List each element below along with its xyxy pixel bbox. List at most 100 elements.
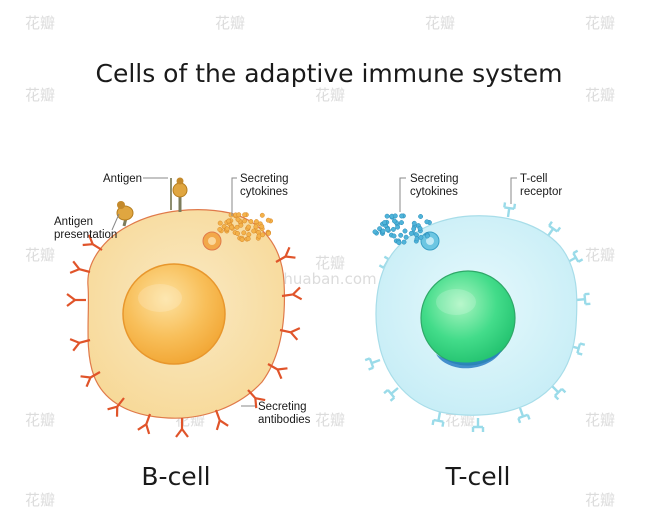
t-cytokine-dot <box>398 232 404 238</box>
t-cytokine-dot <box>418 235 424 240</box>
b-cell-antibody-2 <box>69 338 91 352</box>
b-cytokine-dot <box>246 232 252 238</box>
b-cytokine-dot <box>242 218 248 224</box>
label-b-secreting-cytokines-1: Secreting <box>240 173 289 185</box>
b-cell-antibody-9 <box>267 363 288 380</box>
b-cytokine-dot <box>259 223 265 229</box>
t-cytokine-dot <box>382 220 387 226</box>
b-cell-antibody-7 <box>214 409 229 431</box>
b-cytokine-dot <box>251 228 257 234</box>
watermark-brand-8: 花瓣 <box>585 246 615 264</box>
b-cytokine-dot <box>229 224 235 230</box>
watermark-brand-2: 花瓣 <box>425 14 455 32</box>
b-cell-antibody-11 <box>281 286 303 301</box>
t-cell: Secreting cytokines T-cell receptor T-ce… <box>364 173 591 491</box>
b-cell-vesicle-core <box>208 237 216 245</box>
watermark-brand-6: 花瓣 <box>585 86 615 104</box>
t-cytokine-dot <box>424 233 430 239</box>
watermark-brand-11: 花瓣 <box>315 411 345 429</box>
label-antigen-presentation-2: presentation <box>54 229 117 241</box>
label-antigen: Antigen <box>103 173 142 185</box>
leader-antigen-presentation <box>111 213 120 231</box>
t-cytokine-dot <box>418 214 424 219</box>
b-cytokine-dot <box>235 217 241 222</box>
t-cytokine-dot <box>411 220 417 226</box>
b-cell-antibody-1 <box>66 293 86 307</box>
t-cytokine-dot <box>395 224 401 230</box>
b-cytokine-dot <box>217 227 223 232</box>
b-cytokine-dot <box>236 212 242 218</box>
b-cell-antibody-13 <box>82 234 103 251</box>
t-cell-receptor-6 <box>551 385 567 401</box>
watermark-brand-15: 花瓣 <box>585 491 615 509</box>
b-cell-nucleus <box>122 263 226 365</box>
b-cytokine-dot <box>246 224 251 230</box>
b-cell-antibody-6 <box>175 418 189 438</box>
b-cytokine-dot <box>239 237 245 243</box>
b-cytokine-dot <box>248 219 254 224</box>
t-cell-receptors <box>364 202 591 432</box>
leader-t-cytokines <box>399 177 406 212</box>
t-cell-receptor-1 <box>364 357 381 371</box>
b-cytokine-dot <box>228 212 234 218</box>
watermark-site: huaban.com <box>283 270 376 288</box>
leader-t-cell-receptor <box>510 177 517 204</box>
b-cytokine-dot <box>241 230 247 236</box>
b-cell-caption: B-cell <box>141 462 210 491</box>
b-cytokine-dot <box>266 230 272 236</box>
t-cell-receptor-5 <box>517 407 531 424</box>
b-cell-antibody-0 <box>69 260 91 274</box>
antigen-1 <box>172 177 188 212</box>
b-cytokine-dot <box>242 212 248 218</box>
t-cell-nucleus-rim <box>436 350 502 369</box>
b-cytokine-dot <box>253 224 259 230</box>
b-cell-antibody-12 <box>275 246 296 263</box>
watermark-brand-5: 花瓣 <box>315 86 345 104</box>
label-b-secreting-cytokines-2: cytokines <box>240 186 288 198</box>
t-cytokine-dot <box>384 213 390 219</box>
t-cytokine-dot <box>392 213 398 219</box>
b-cytokine-dot <box>259 212 265 218</box>
b-cytokine-dot <box>224 226 230 232</box>
watermark-brand-1: 花瓣 <box>215 14 245 32</box>
label-t-secreting-cytokines-1: Secreting <box>410 173 459 185</box>
watermark-brand-0: 花瓣 <box>25 14 55 32</box>
watermark-brand-13: 花瓣 <box>585 411 615 429</box>
t-cytokine-dot <box>402 228 408 234</box>
label-antigen-presentation-1: Antigen <box>54 216 93 228</box>
b-cell: Antigen Antigen presentation Secreting c… <box>54 173 311 491</box>
t-cytokine-dot <box>399 220 404 226</box>
t-cytokine-dot <box>424 219 430 225</box>
b-cytokine-dot <box>235 231 240 236</box>
b-cytokine-dot <box>238 222 244 228</box>
t-cytokine-dot <box>380 228 386 234</box>
t-cytokine-dot <box>403 234 409 240</box>
antigen-presentation-complex <box>116 201 134 227</box>
watermark-brand-7: 花瓣 <box>25 246 55 264</box>
watermark-brand-4: 花瓣 <box>25 86 55 104</box>
t-cell-vesicle-core <box>426 237 434 245</box>
t-cell-receptor-8 <box>575 292 591 306</box>
watermark-brand-9: 花瓣 <box>25 411 55 429</box>
t-cell-receptor-10 <box>547 220 562 237</box>
b-cell-nucleus-highlight <box>138 284 182 312</box>
label-secreting-antibodies-2: antibodies <box>258 414 311 426</box>
diagram-title: Cells of the adaptive immune system <box>95 59 562 88</box>
t-cell-nucleus <box>420 270 516 366</box>
b-cytokine-dot <box>265 217 271 223</box>
b-cytokine-dot <box>260 232 266 238</box>
b-cell-antibody-3 <box>80 371 101 388</box>
t-cytokine-dot <box>396 240 402 246</box>
t-cytokine-dot <box>408 230 414 236</box>
t-cell-caption: T-cell <box>444 462 510 491</box>
t-cell-receptor-11 <box>503 202 517 218</box>
t-cell-cytokines <box>372 213 432 246</box>
b-cell-antibody-receptors <box>66 234 303 438</box>
t-cytokine-dot <box>390 226 396 232</box>
t-cell-receptor-4 <box>471 418 485 432</box>
b-cell-antibody-4 <box>107 397 125 417</box>
t-cytokine-dot <box>385 226 391 232</box>
label-secreting-antibodies-1: Secreting <box>258 401 307 413</box>
